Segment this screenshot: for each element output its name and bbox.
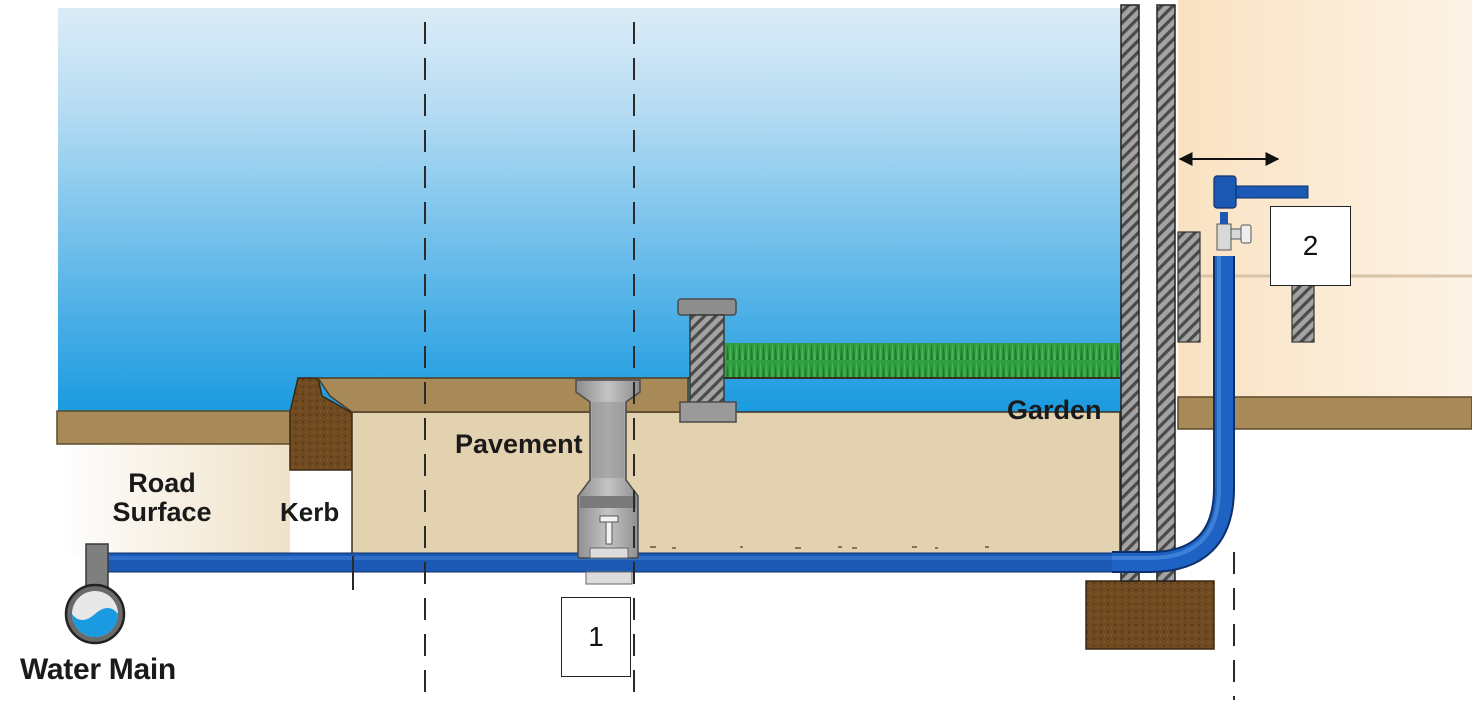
outer-wall-leaf: [1120, 4, 1140, 582]
road-surface-label: Road Surface: [112, 468, 212, 528]
interior-joist: [1177, 231, 1201, 343]
garden-label: Garden: [1007, 395, 1102, 425]
garden-grass: [722, 343, 1120, 377]
road-subsurface: [58, 444, 290, 554]
inner-wall-leaf: [1156, 4, 1176, 582]
water-main-icon: [64, 543, 126, 645]
rising-pipe-highlight: [1112, 256, 1221, 560]
indoor-stop-valve-icon: [1213, 175, 1309, 251]
rising-pipe-fill: [1112, 256, 1233, 571]
dashed-guide-lines: [424, 22, 1235, 700]
callout-1: 1: [561, 597, 631, 677]
callout-2: 2: [1270, 206, 1351, 286]
interior-joist-support: [1291, 281, 1315, 343]
stopcock-icon: [585, 515, 633, 585]
water-main-label: Water Main: [20, 653, 176, 686]
stopcock-chamber-icon: [575, 379, 641, 559]
road-surface-strip: [56, 410, 294, 445]
soil-specks: [650, 546, 989, 549]
kerb-label: Kerb: [280, 497, 340, 527]
air-vent-icon: [677, 298, 737, 423]
pavement-label: Pavement: [455, 429, 583, 459]
foundation-footing: [1085, 580, 1215, 650]
ground-block: [351, 411, 1121, 556]
